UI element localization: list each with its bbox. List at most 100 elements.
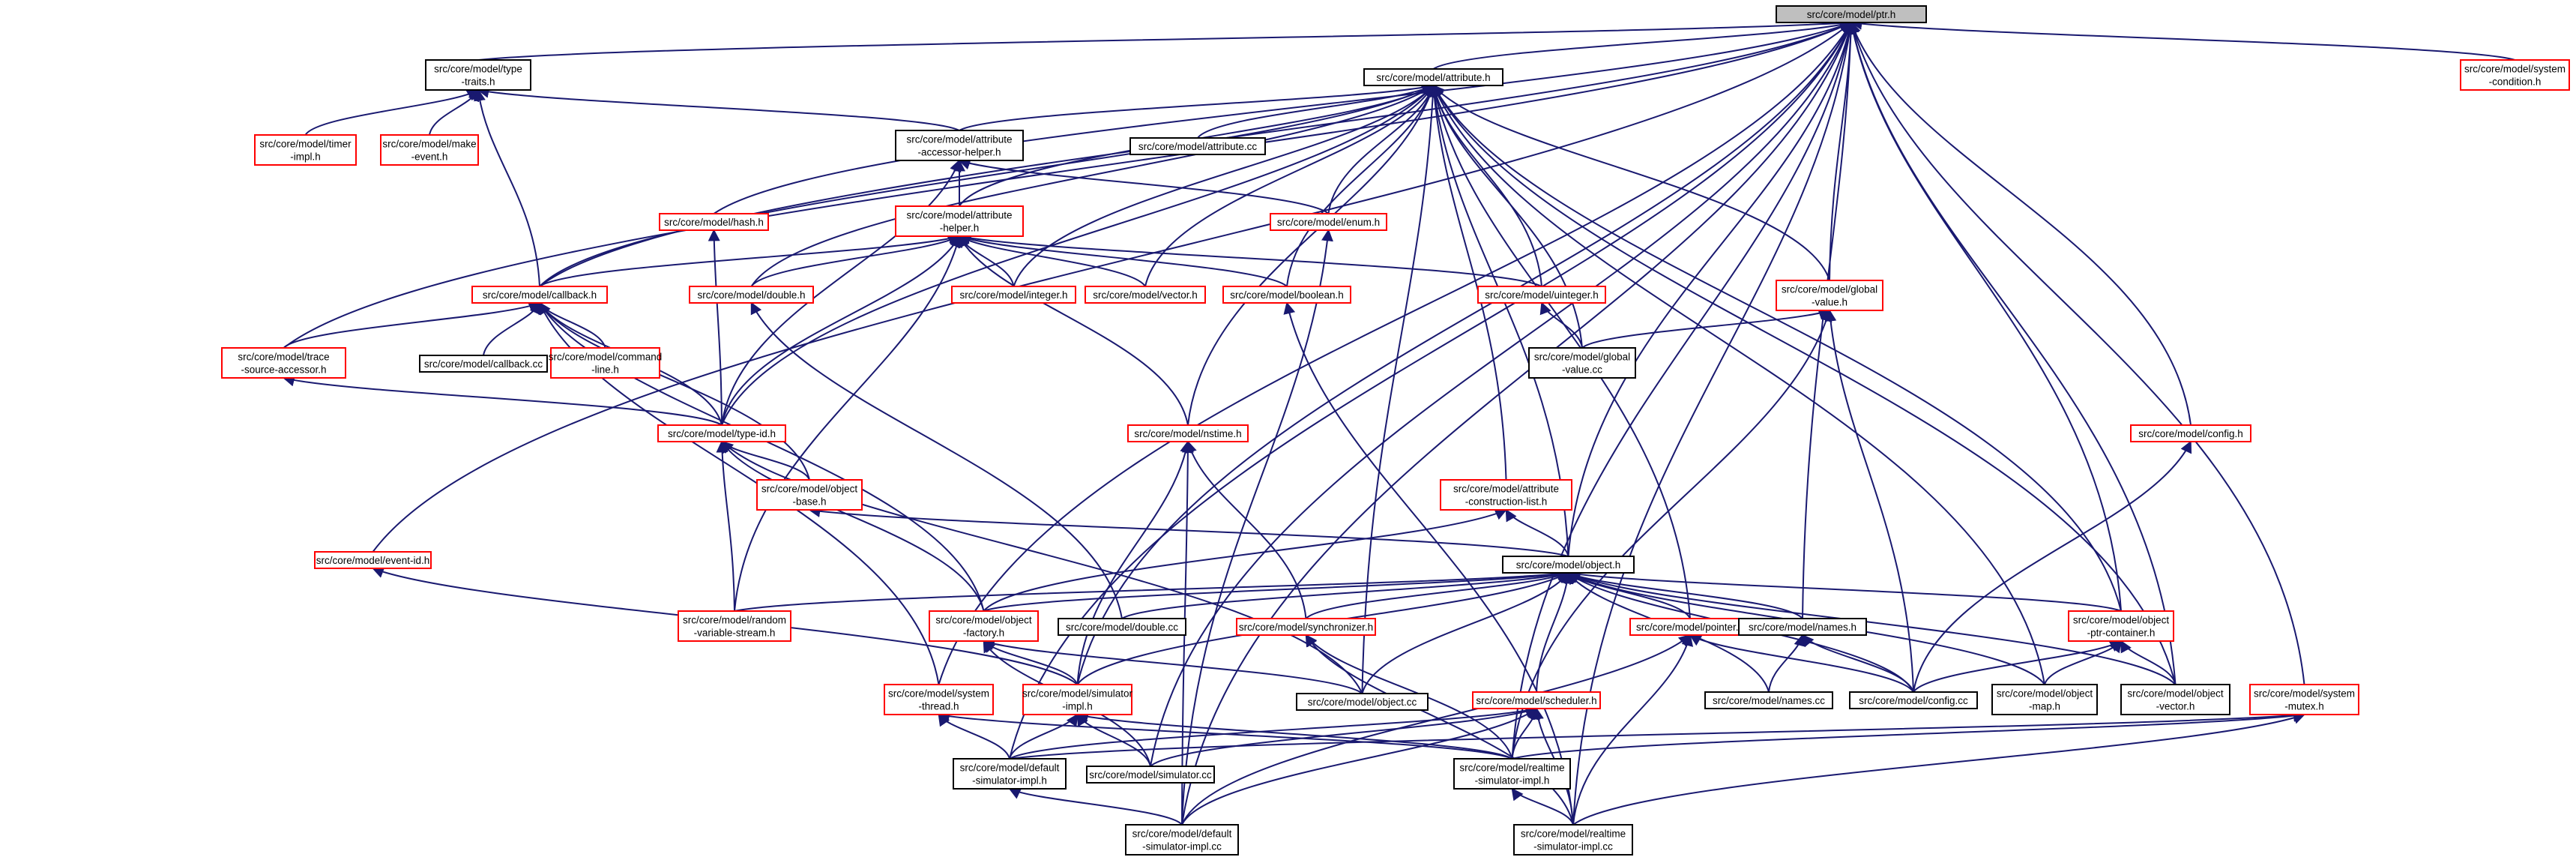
node-box-def_sim_impl_cc (1125, 824, 1239, 856)
node-def_sim_impl_cc[interactable]: src/core/model/default-simulator-impl.cc (1125, 824, 1239, 856)
node-label-attr_cons-line0: src/core/model/attribute (1453, 484, 1559, 495)
node-box-simulator_cc (1086, 766, 1215, 784)
node-label-event_id-line0: src/core/model/event-id.h (316, 555, 430, 566)
node-random_var[interactable]: src/core/model/random-variable-stream.h (678, 610, 791, 642)
node-global_value[interactable]: src/core/model/global-value.h (1776, 280, 1883, 311)
node-attribute_cc[interactable]: src/core/model/attribute.cc (1129, 137, 1266, 155)
edge-boolean-to-attr_helper (958, 234, 1288, 287)
node-integer[interactable]: src/core/model/integer.h (951, 286, 1076, 304)
edge-type_id-to-acc_helper (721, 159, 962, 426)
node-make_event[interactable]: src/core/model/make-event.h (380, 134, 479, 166)
node-vector[interactable]: src/core/model/vector.h (1085, 286, 1206, 304)
node-label-command_line-line1: -line.h (591, 364, 619, 376)
node-sys_condition[interactable]: src/core/model/system-condition.h (2460, 59, 2570, 91)
node-object_base[interactable]: src/core/model/object-base.h (756, 479, 863, 511)
node-box-simulator_impl (1022, 684, 1132, 715)
node-label-object_base-line1: -base.h (792, 496, 826, 508)
edge-vector-to-attr_helper (958, 235, 1146, 287)
node-label-type_traits-line1: -traits.h (461, 76, 495, 88)
node-attr_helper[interactable]: src/core/model/attribute-helper.h (895, 205, 1024, 237)
node-synchronizer[interactable]: src/core/model/synchronizer.h (1236, 618, 1376, 636)
edge-rt_sim_impl_cc-to-boolean (1283, 301, 1574, 826)
node-timer_impl[interactable]: src/core/model/timer-impl.h (254, 134, 357, 166)
node-box-config_cc (1849, 691, 1978, 709)
edge-config-to-ptr (1849, 21, 2192, 426)
node-event_id[interactable]: src/core/model/event-id.h (314, 551, 432, 569)
node-scheduler[interactable]: src/core/model/scheduler.h (1472, 691, 1601, 709)
edge-synchronizer-to-object (1305, 571, 1569, 619)
edge-type_id-to-attribute (721, 84, 1435, 426)
node-double_cc[interactable]: src/core/model/double.cc (1058, 618, 1186, 636)
node-double_h[interactable]: src/core/model/double.h (689, 286, 814, 304)
edge-rt_sim_impl_h-to-ptr (1511, 21, 1856, 760)
node-ptr[interactable]: src/core/model/ptr.h (1776, 5, 1927, 23)
node-names_cc[interactable]: src/core/model/names.cc (1704, 691, 1833, 709)
node-label-trace_src-line0: src/core/model/trace (238, 352, 329, 363)
node-simulator_cc[interactable]: src/core/model/simulator.cc (1086, 766, 1215, 784)
edge-object_cc-to-object (1361, 571, 1569, 694)
node-label-simulator_impl-line0: src/core/model/simulator (1022, 688, 1133, 700)
node-trace_src[interactable]: src/core/model/trace-source-accessor.h (221, 347, 346, 379)
node-obj_ptr_container[interactable]: src/core/model/object-ptr-container.h (2068, 610, 2174, 642)
edge-callback-to-attr_helper (539, 233, 961, 287)
edge-object_map-to-obj_ptr_container (2044, 640, 2122, 685)
node-label-nstime-line0: src/core/model/nstime.h (1134, 428, 1241, 439)
edge-def_sim_impl_cc-to-ptr (1181, 21, 1853, 826)
edge-attribute_cc-to-attribute (1197, 85, 1435, 139)
node-label-global_value_cc-line0: src/core/model/global (1534, 352, 1630, 363)
node-pointer[interactable]: src/core/model/pointer.h (1629, 618, 1751, 636)
node-box-attr_cons (1440, 479, 1572, 511)
node-box-event_id (314, 551, 432, 569)
node-def_sim_impl_h[interactable]: src/core/model/default-simulator-impl.h (953, 758, 1067, 790)
edge-def_sim_impl_h-to-sys_mutex (1009, 709, 2306, 760)
node-object_vector[interactable]: src/core/model/object-vector.h (2120, 684, 2230, 715)
node-enum[interactable]: src/core/model/enum.h (1270, 213, 1387, 231)
node-label-random_var-line0: src/core/model/random (683, 615, 786, 626)
node-label-def_sim_impl_h-line1: -simulator-impl.h (972, 775, 1047, 787)
node-callback_cc[interactable]: src/core/model/callback.cc (419, 355, 548, 373)
node-command_line[interactable]: src/core/model/command-line.h (549, 347, 663, 379)
node-boolean[interactable]: src/core/model/boolean.h (1222, 286, 1351, 304)
node-uinteger[interactable]: src/core/model/uinteger.h (1477, 286, 1606, 304)
edge-attr_cons-to-attribute (1428, 84, 1507, 481)
edges-layer (282, 16, 2515, 826)
edge-enum-to-acc_helper (958, 157, 1330, 214)
node-object_cc[interactable]: src/core/model/object.cc (1296, 693, 1429, 711)
edge-nstime-to-attribute (1187, 84, 1436, 426)
node-box-obj_factory (929, 610, 1039, 642)
node-object_map[interactable]: src/core/model/object-map.h (1991, 684, 2098, 715)
node-label-synchronizer-line0: src/core/model/synchronizer.h (1239, 622, 1373, 633)
node-label-make_event-line1: -event.h (411, 151, 448, 163)
node-simulator_impl[interactable]: src/core/model/simulator-impl.h (1022, 684, 1133, 715)
node-box-names_cc (1704, 691, 1833, 709)
node-rt_sim_impl_h[interactable]: src/core/model/realtime-simulator-impl.h (1453, 758, 1571, 790)
node-callback[interactable]: src/core/model/callback.h (471, 286, 608, 304)
node-rt_sim_impl_cc[interactable]: src/core/model/realtime-simulator-impl.c… (1513, 824, 1633, 856)
node-label-attr_cons-line1: -construction-list.h (1465, 496, 1548, 508)
node-acc_helper[interactable]: src/core/model/attribute-accessor-helper… (895, 130, 1024, 161)
node-obj_factory[interactable]: src/core/model/object-factory.h (929, 610, 1039, 642)
node-attribute[interactable]: src/core/model/attribute.h (1363, 68, 1503, 86)
node-nstime[interactable]: src/core/model/nstime.h (1127, 424, 1249, 442)
node-config[interactable]: src/core/model/config.h (2130, 424, 2251, 442)
node-box-nstime (1127, 424, 1249, 442)
node-label-enum-line0: src/core/model/enum.h (1277, 217, 1380, 228)
node-object[interactable]: src/core/model/object.h (1502, 556, 1635, 574)
node-sys_mutex[interactable]: src/core/model/system-mutex.h (2249, 684, 2359, 715)
node-global_value_cc[interactable]: src/core/model/global-value.cc (1528, 347, 1636, 379)
edge-integer-to-attribute (1013, 84, 1435, 287)
node-box-make_event (380, 134, 479, 166)
edge-object_vector-to-ptr (1847, 21, 2177, 685)
node-label-ptr-line0: src/core/model/ptr.h (1807, 9, 1896, 20)
node-names_h[interactable]: src/core/model/names.h (1738, 618, 1867, 636)
node-type_id[interactable]: src/core/model/type-id.h (657, 424, 786, 442)
node-box-ptr (1776, 5, 1927, 23)
node-attr_cons[interactable]: src/core/model/attribute-construction-li… (1440, 479, 1572, 511)
node-type_traits[interactable]: src/core/model/type-traits.h (425, 59, 531, 91)
node-box-rt_sim_impl_cc (1513, 824, 1633, 856)
node-label-timer_impl-line0: src/core/model/timer (259, 139, 352, 150)
node-hash[interactable]: src/core/model/hash.h (659, 213, 769, 231)
edge-obj_ptr_container-to-object (1566, 568, 2122, 612)
node-sys_thread[interactable]: src/core/model/system-thread.h (884, 684, 994, 715)
node-config_cc[interactable]: src/core/model/config.cc (1849, 691, 1978, 709)
